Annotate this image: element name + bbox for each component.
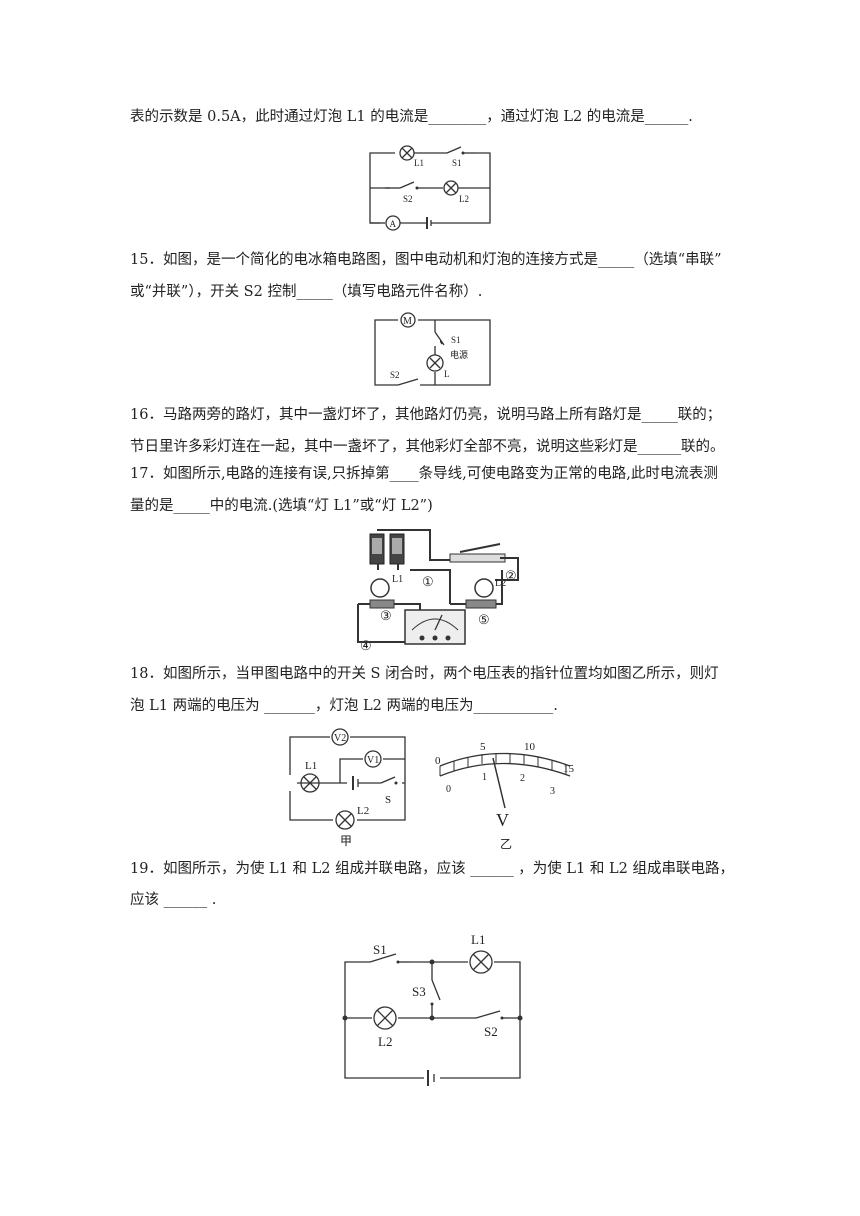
q19-text-line2: 应该 ______ . — [130, 892, 217, 908]
q14-circuit-diagram: L1 S1 S2 L2 A — [369, 145, 491, 231]
q17-circuit-photo: L1 L2 ① ② ③ ④ ⑤ — [357, 529, 519, 653]
q17-label-l2: L2 — [495, 578, 506, 589]
q14-label-l2: L2 — [459, 194, 469, 204]
q17-label-wire2: ② — [505, 568, 517, 583]
q18a-label-l1: L1 — [305, 760, 317, 772]
q15-label-l: L — [444, 369, 450, 379]
q19-label-s1: S1 — [373, 942, 387, 957]
q19-circuit-diagram: S1 L1 S3 L2 S2 — [342, 932, 523, 1086]
q17-label-wire1: ① — [422, 574, 434, 589]
q19-label-l1: L1 — [471, 932, 485, 947]
q18b-unit: V — [496, 810, 509, 830]
q19-label-s2: S2 — [484, 1024, 498, 1039]
q18b-bottom-0: 0 — [446, 784, 451, 795]
q17-label-l1: L1 — [392, 574, 403, 585]
q18a-caption: 甲 — [340, 834, 352, 848]
q18-voltmeter-dial-b: 0 5 10 15 0 1 2 3 V 乙 — [435, 741, 575, 851]
q18-circuit-diagram-a: V2 V1 L1 S L2 甲 — [285, 728, 406, 848]
q18b-top-5: 5 — [480, 741, 486, 753]
q14-text: 表的示数是 0.5A，此时通过灯泡 L1 的电流是________，通过灯泡 L… — [130, 109, 693, 125]
q18b-bottom-1: 1 — [482, 772, 487, 783]
q18b-caption: 乙 — [500, 837, 512, 851]
q18b-top-0: 0 — [435, 755, 441, 767]
q18-text-line1: 18．如图所示，当甲图电路中的开关 S 闭合时，两个电压表的指针位置均如图乙所示… — [130, 666, 719, 682]
q14-label-l1: L1 — [414, 158, 424, 168]
q15-label-s2: S2 — [390, 370, 400, 380]
q18a-label-v2: V2 — [334, 733, 346, 744]
q18b-bottom-3: 3 — [550, 786, 555, 797]
q15-label-power: 电源 — [450, 349, 468, 360]
q17-label-wire3: ③ — [380, 608, 392, 623]
q18b-top-15: 15 — [563, 763, 575, 775]
q18-text-line2: 泡 L1 两端的电压为 _______，灯泡 L2 两端的电压为________… — [130, 698, 558, 714]
q15-motor-label: M — [403, 316, 412, 327]
q14-label-s1: S1 — [452, 158, 462, 168]
q16-text-line2: 节日里许多彩灯连在一起，其中一盏坏了，其他彩灯全部不亮，说明这些彩灯是_____… — [130, 439, 725, 455]
q18b-top-10: 10 — [524, 741, 536, 753]
q19-label-s3: S3 — [412, 984, 426, 999]
q17-text-line1: 17．如图所示,电路的连接有误,只拆掉第____条导线,可使电路变为正常的电路,… — [130, 466, 718, 482]
q18a-label-s: S — [385, 794, 391, 806]
q14-ammeter-label: A — [390, 219, 397, 229]
q18a-label-v1: V1 — [367, 755, 379, 766]
q19-text-line1: 19．如图所示，为使 L1 和 L2 组成并联电路，应该 ______ ，为使 … — [130, 861, 734, 877]
q17-text-line2: 量的是_____中的电流.(选填“灯 L1”或“灯 L2”) — [130, 498, 433, 514]
q15-text-line1: 15．如图，是一个简化的电冰箱电路图，图中电动机和灯泡的连接方式是_____（选… — [130, 252, 722, 268]
q16-text-line1: 16．马路两旁的路灯，其中一盏灯坏了，其他路灯仍亮，说明马路上所有路灯是____… — [130, 407, 722, 423]
q19-label-l2: L2 — [378, 1034, 392, 1049]
q15-text-line2: 或“并联”），开关 S2 控制_____（填写电路元件名称）. — [130, 284, 483, 300]
q14-label-s2: S2 — [403, 194, 413, 204]
q17-label-wire4: ④ — [360, 638, 372, 653]
q15-circuit-diagram: M S1 电源 L S2 — [374, 312, 491, 390]
q15-label-s1: S1 — [451, 335, 461, 345]
q18a-label-l2: L2 — [357, 805, 369, 817]
q17-label-wire5: ⑤ — [478, 612, 490, 627]
q18b-bottom-2: 2 — [520, 773, 525, 784]
